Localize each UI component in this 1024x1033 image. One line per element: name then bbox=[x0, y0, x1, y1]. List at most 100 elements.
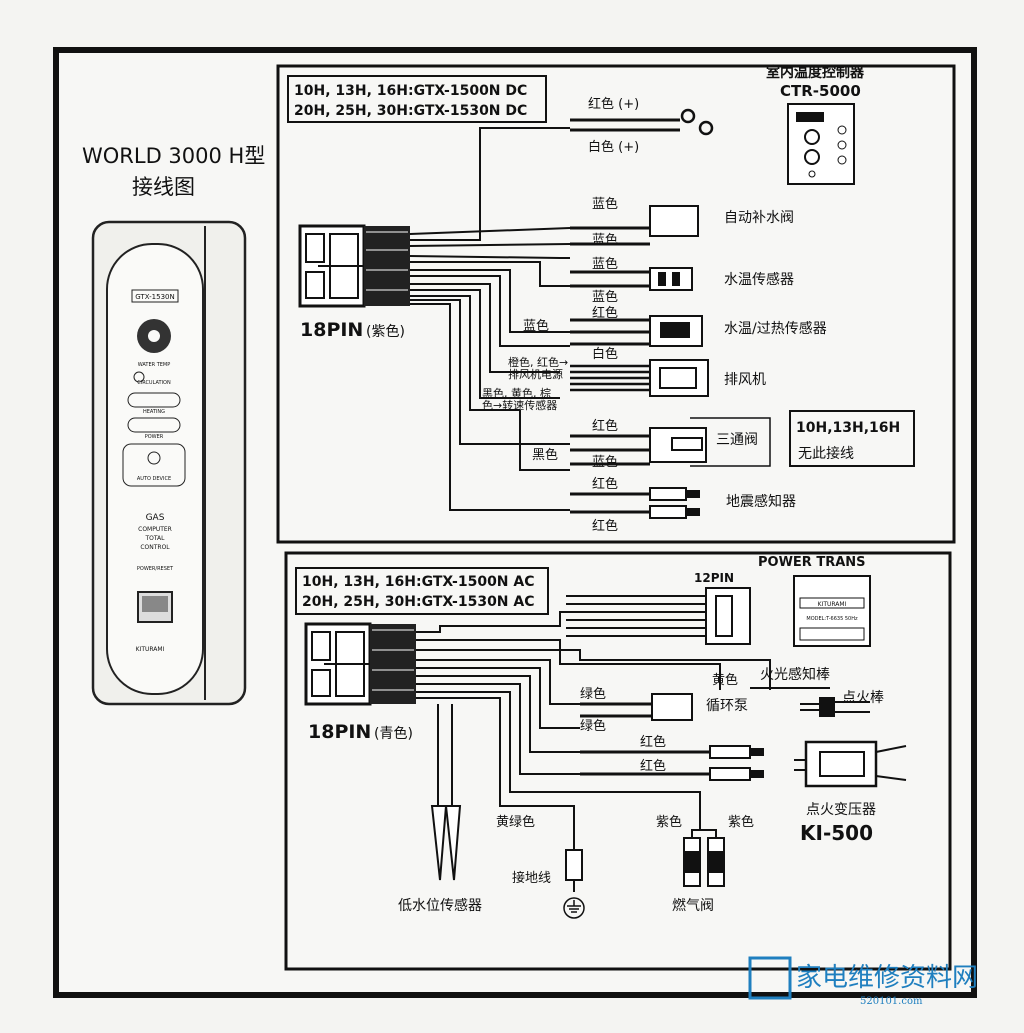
ground-terminal-icon bbox=[565, 849, 583, 892]
no-connect-note-box bbox=[789, 410, 915, 467]
bottom-model-line1: 10H, 13H, 16H:GTX-1500N AC bbox=[302, 574, 535, 590]
three-way-valve-label: 三通阀 bbox=[716, 432, 758, 448]
water-temp-sensor-label: 水温传感器 bbox=[724, 271, 794, 288]
blue-label-2: 蓝色 bbox=[592, 232, 618, 248]
bottom-wires bbox=[416, 611, 771, 850]
bottom-connector-label: 18PIN bbox=[308, 721, 371, 743]
blue-label-6: 蓝色 bbox=[592, 454, 618, 470]
green-label-1: 绿色 bbox=[580, 686, 606, 702]
svg-text:520101.com: 520101.com bbox=[860, 996, 923, 1007]
svg-text:CONTROL: CONTROL bbox=[140, 544, 170, 551]
svg-text:HEATING: HEATING bbox=[143, 409, 165, 415]
spade-terminal-icon bbox=[709, 745, 751, 759]
circ-pump-label: 循环泵 bbox=[706, 698, 748, 714]
top-section-frame bbox=[276, 64, 956, 544]
red-label-4: 红色 bbox=[592, 518, 618, 534]
pin12-wires bbox=[566, 595, 706, 637]
red-label-6: 红色 bbox=[640, 758, 666, 774]
red-label-2: 红色 bbox=[592, 418, 618, 434]
svg-text:KITURAMI: KITURAMI bbox=[818, 601, 847, 608]
bottom-section-frame bbox=[284, 551, 952, 971]
spade-terminal-icon bbox=[649, 505, 687, 519]
power-button[interactable] bbox=[127, 417, 181, 433]
red-label-5: 红色 bbox=[640, 734, 666, 750]
bottom-connector-color: (青色) bbox=[374, 725, 413, 742]
exhaust-fan-connector bbox=[649, 359, 709, 397]
exhaust-fan-label: 排风机 bbox=[724, 372, 766, 388]
svg-text:POWER: POWER bbox=[145, 434, 164, 440]
panel-brand: KITURAMI bbox=[136, 646, 165, 653]
ignition-rod-icon bbox=[800, 697, 870, 717]
power-transformer: KITURAMI MODEL:T-6635 50Hz bbox=[793, 575, 871, 647]
svg-text:COMPUTER: COMPUTER bbox=[138, 526, 172, 533]
ignition-rod-label: 点火棒 bbox=[842, 690, 884, 706]
ground-wire-label: 接地线 bbox=[512, 870, 551, 886]
svg-text:POWER/RESET: POWER/RESET bbox=[137, 566, 174, 572]
top-model-line2: 20H, 25H, 30H:GTX-1530N DC bbox=[294, 103, 527, 119]
pin12-label: 12PIN bbox=[694, 571, 734, 585]
low-water-sensor-icon bbox=[430, 805, 462, 881]
pin12-connector bbox=[705, 587, 751, 645]
site-logo: 家电维修资料网 520101.com bbox=[748, 956, 978, 1007]
blue-label-5: 蓝色 bbox=[523, 318, 549, 334]
top-connector-color: (紫色) bbox=[366, 323, 405, 340]
ground-symbol-icon bbox=[563, 897, 585, 919]
red-label-1: 红色 bbox=[592, 305, 618, 321]
gas-valve-label: 燃气阀 bbox=[672, 897, 714, 914]
ign-transformer-label: 点火变压器 bbox=[806, 802, 876, 818]
circulation-button[interactable] bbox=[133, 371, 145, 383]
low-water-sensor-label: 低水位传感器 bbox=[398, 897, 482, 914]
title-line1: WORLD 3000 H型 bbox=[82, 144, 265, 168]
svg-text:TOTAL: TOTAL bbox=[144, 535, 165, 542]
top-18pin-connector bbox=[298, 224, 410, 308]
svg-text:WATER TEMP: WATER TEMP bbox=[138, 362, 171, 368]
svg-text:家电维修资料网: 家电维修资料网 bbox=[796, 963, 978, 993]
svg-text:MODEL:T-6635 50Hz: MODEL:T-6635 50Hz bbox=[806, 616, 858, 622]
bottom-model-line2: 20H, 25H, 30H:GTX-1530N AC bbox=[302, 594, 535, 610]
thermostat-device bbox=[787, 103, 855, 185]
blue-label-3: 蓝色 bbox=[592, 256, 618, 272]
spade-terminal-icon bbox=[709, 767, 751, 781]
top-wires bbox=[409, 127, 571, 511]
power-trans-label: POWER TRANS bbox=[758, 555, 866, 570]
wire-red-plus: 红色 (+) bbox=[588, 96, 639, 112]
circ-pump-connector bbox=[651, 693, 693, 721]
red-label-3: 红色 bbox=[592, 476, 618, 492]
blue-label-1: 蓝色 bbox=[592, 196, 618, 212]
white-label-1: 白色 bbox=[592, 346, 618, 362]
blue-label-4: 蓝色 bbox=[592, 289, 618, 305]
flame-rod-label: 火光感知棒 bbox=[760, 666, 830, 683]
bottom-18pin-connector bbox=[304, 622, 416, 706]
gas-valve-terminal-icon bbox=[683, 837, 725, 887]
thermostat-title: 室内温度控制器 bbox=[766, 64, 865, 81]
panel-model: GTX-1530N bbox=[135, 293, 174, 301]
title-line2: 接线图 bbox=[132, 175, 195, 199]
controller-panel: GTX-1530N WATER TEMP CIRCULATION HEATING… bbox=[91, 220, 247, 706]
bottom-model-box bbox=[295, 567, 549, 615]
svg-text:AUTO DEVICE: AUTO DEVICE bbox=[137, 476, 171, 482]
auto-fill-valve-connector bbox=[649, 205, 699, 237]
ring-terminal-icon bbox=[698, 120, 714, 136]
wire-white-plus: 白色 (+) bbox=[588, 139, 639, 155]
heating-button[interactable] bbox=[127, 392, 181, 408]
exhaust-fan-wires bbox=[570, 364, 650, 392]
no-connect-note-2: 无此接线 bbox=[798, 445, 854, 462]
thermostat-model: CTR-5000 bbox=[780, 82, 861, 100]
black-label-1: 黑色 bbox=[532, 447, 558, 463]
top-model-line1: 10H, 13H, 16H:GTX-1500N DC bbox=[294, 83, 527, 99]
no-connect-note-1: 10H,13H,16H bbox=[796, 420, 900, 436]
svg-text:CIRCULATION: CIRCULATION bbox=[137, 380, 171, 386]
fan-speed-note-2: 色→转速传感器 bbox=[482, 398, 557, 412]
water-temp-overheat-label: 水温/过热传感器 bbox=[724, 320, 827, 337]
ring-terminal-icon bbox=[680, 108, 696, 124]
ign-model-label: KI-500 bbox=[800, 821, 873, 845]
seismic-sensor-label: 地震感知器 bbox=[726, 493, 796, 510]
purple-label-1: 紫色 bbox=[656, 814, 682, 830]
yellow-label: 黄色 bbox=[712, 672, 738, 688]
fan-power-note-1: 橙色, 红色→ bbox=[508, 355, 568, 369]
three-way-valve-connector bbox=[649, 427, 707, 463]
yellow-green-label: 黄绿色 bbox=[496, 814, 535, 830]
water-temp-sensor-connector bbox=[649, 267, 693, 291]
auto-fill-valve-label: 自动补水阀 bbox=[724, 210, 794, 226]
